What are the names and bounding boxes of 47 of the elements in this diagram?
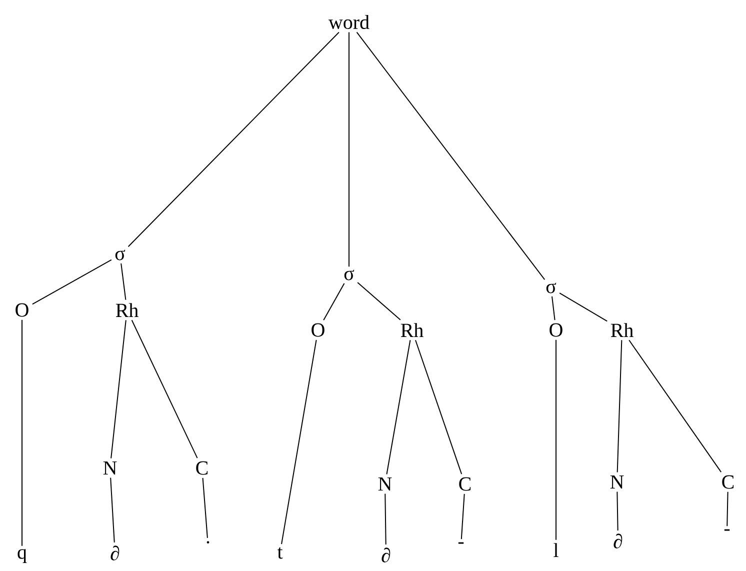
tree-label: O xyxy=(312,323,324,337)
tree-label: N xyxy=(610,475,624,489)
tree-branch xyxy=(460,493,465,540)
tree-branch xyxy=(415,340,462,475)
tree-branch xyxy=(559,292,608,322)
tree-branch xyxy=(32,259,112,305)
tree-label: C xyxy=(196,461,208,475)
tree-label: C xyxy=(459,477,471,491)
tree-label: Rh xyxy=(610,323,634,337)
tree-label: O xyxy=(16,303,28,317)
tree-label: q xyxy=(18,549,27,563)
tree-branch xyxy=(348,32,350,268)
tree-label: - xyxy=(724,529,730,531)
tree-branch xyxy=(616,491,618,531)
tree-branch xyxy=(552,296,556,321)
tree-branch xyxy=(202,477,208,538)
tree-branch xyxy=(357,282,401,320)
tree-label: Rh xyxy=(400,323,424,337)
tree-label: σ xyxy=(546,282,556,294)
tree-branch xyxy=(616,340,622,473)
tree-branch xyxy=(128,32,340,248)
tree-label: C xyxy=(722,475,734,489)
tree-label: · xyxy=(206,541,210,544)
tree-label: word xyxy=(328,14,370,30)
tree-branch xyxy=(110,477,115,543)
tree-branch xyxy=(356,32,546,280)
tree-label: σ xyxy=(115,250,126,260)
tree-branch xyxy=(120,262,126,300)
tree-branch xyxy=(281,339,317,545)
tree-label: Rh xyxy=(116,303,138,317)
tree-label: - xyxy=(458,542,464,544)
tree-branch xyxy=(131,320,198,459)
tree-label: N xyxy=(378,477,392,491)
tree-branch xyxy=(110,320,126,459)
tree-label: l xyxy=(554,543,558,557)
tree-branch xyxy=(384,493,386,545)
tree-label: ∂ xyxy=(110,546,120,560)
tree-label: ∂ xyxy=(382,548,390,562)
tree-label: t xyxy=(277,547,283,559)
tree-label: O xyxy=(550,323,562,337)
tree-label: σ xyxy=(344,270,354,280)
tree-branch xyxy=(628,340,722,473)
tree-branch xyxy=(726,491,728,527)
tree-branch xyxy=(323,282,345,321)
tree-branch xyxy=(386,340,411,475)
tree-label: N xyxy=(103,461,117,475)
tree-label: ∂ xyxy=(614,534,622,548)
